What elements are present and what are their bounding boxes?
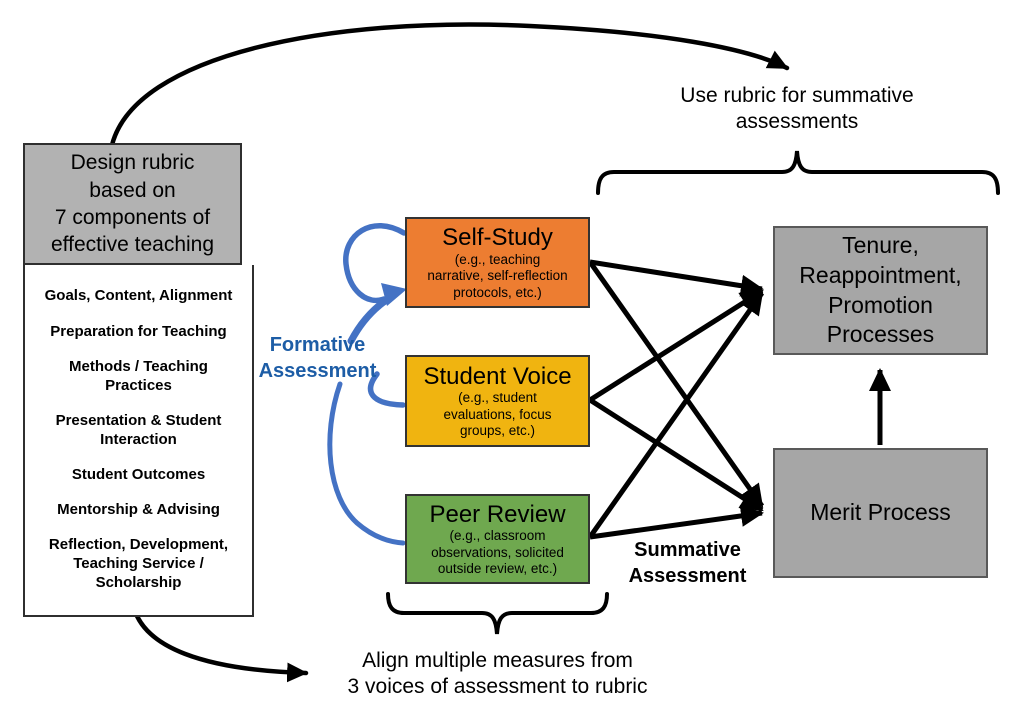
rubric-component: Goals, Content, Alignment [44, 287, 233, 305]
peer-review-box: Peer Review (e.g., classroom observation… [405, 494, 590, 584]
tenure-promotion-box: Tenure, Reappointment, Promotion Process… [773, 226, 988, 355]
design-rubric-box: Design rubric based on 7 components of e… [23, 143, 242, 265]
self-study-title: Self-Study [442, 224, 553, 251]
rubric-component: Methods / Teaching Practices [69, 357, 208, 394]
rubric-component: Presentation & Student Interaction [55, 411, 222, 448]
formative-curve-student-voice [367, 371, 406, 408]
student-voice-box: Student Voice (e.g., student evaluations… [405, 355, 590, 447]
arrow-student-voice-to-merit [588, 397, 764, 513]
formative-arrowhead-icon [381, 283, 407, 306]
arrow-peer-review-to-tenure [587, 291, 765, 539]
student-voice-title: Student Voice [423, 362, 572, 390]
peer-review-detail: (e.g., classroom observations, solicited… [431, 528, 564, 577]
arrow-student-voice-to-tenure [588, 288, 764, 403]
student-voice-detail: (e.g., student evaluations, focus groups… [443, 390, 552, 439]
rubric-components-list: Goals, Content, Alignment Preparation fo… [23, 265, 254, 617]
formative-curve-peer-review [327, 381, 406, 546]
self-study-box: Self-Study (e.g., teaching narrative, se… [405, 217, 590, 308]
merit-process-box: Merit Process [773, 448, 988, 578]
rubric-component: Reflection, Development, Teaching Servic… [48, 536, 229, 591]
rubric-component: Student Outcomes [71, 465, 206, 483]
rubric-component: Mentorship & Advising [57, 501, 220, 519]
peer-review-title: Peer Review [429, 500, 566, 528]
arrow-self-study-to-merit [587, 260, 765, 508]
arrow-self-study-to-tenure [589, 259, 764, 297]
underbrace-voices-region [386, 592, 609, 635]
self-study-detail: (e.g., teaching narrative, self-reflecti… [427, 251, 568, 300]
summative-assessment-label: Summative Assessment [628, 539, 747, 587]
align-measures-note: Align multiple measures from 3 voices of… [347, 649, 648, 699]
formative-arrows [327, 222, 407, 546]
arrow-peer-review-to-merit [589, 505, 764, 540]
formative-loop-self-study [343, 222, 407, 304]
arrow-rubric-to-align-note [130, 601, 309, 683]
summative-arrows [587, 259, 765, 540]
formative-loop-tail [347, 297, 389, 345]
use-rubric-note: Use rubric for summative assessments [680, 84, 914, 134]
formative-assessment-label: Formative Assessment [258, 334, 377, 382]
overbrace-summative-region [596, 150, 1000, 195]
arrow-rubric-to-summative-note [109, 22, 790, 148]
rubric-component: Preparation for Teaching [50, 322, 227, 340]
